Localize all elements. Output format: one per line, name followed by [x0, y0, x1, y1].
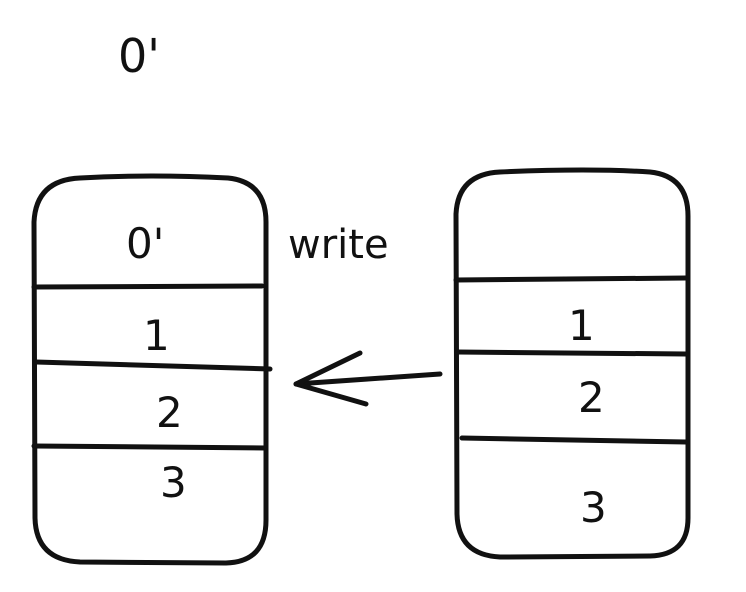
left-block-divider — [33, 359, 273, 372]
right-cell-label: 1 — [568, 301, 595, 350]
left-cell-label: 3 — [160, 458, 187, 507]
left-block-divider — [31, 283, 265, 290]
right-block-divider — [459, 435, 689, 445]
right-block-divider — [454, 349, 689, 357]
right-cell-label: 2 — [578, 373, 605, 422]
left-cell-label: 2 — [156, 388, 183, 437]
top-label: 0' — [118, 29, 160, 83]
arrow-shaft — [293, 371, 443, 387]
left-block-divider — [31, 443, 269, 451]
arrow-label: write — [288, 222, 389, 268]
left-cell-label: 1 — [143, 311, 170, 360]
right-block-outline — [453, 167, 691, 560]
left-block: 0' 1 2 3 — [31, 173, 273, 566]
right-block-divider — [453, 275, 689, 283]
write-arrow — [293, 350, 443, 407]
left-block-outline — [31, 173, 269, 566]
right-cell-label: 3 — [580, 483, 607, 532]
left-cell-label: 0' — [126, 219, 164, 268]
right-block: 1 2 3 — [453, 167, 691, 560]
arrow-head-icon — [293, 350, 369, 407]
